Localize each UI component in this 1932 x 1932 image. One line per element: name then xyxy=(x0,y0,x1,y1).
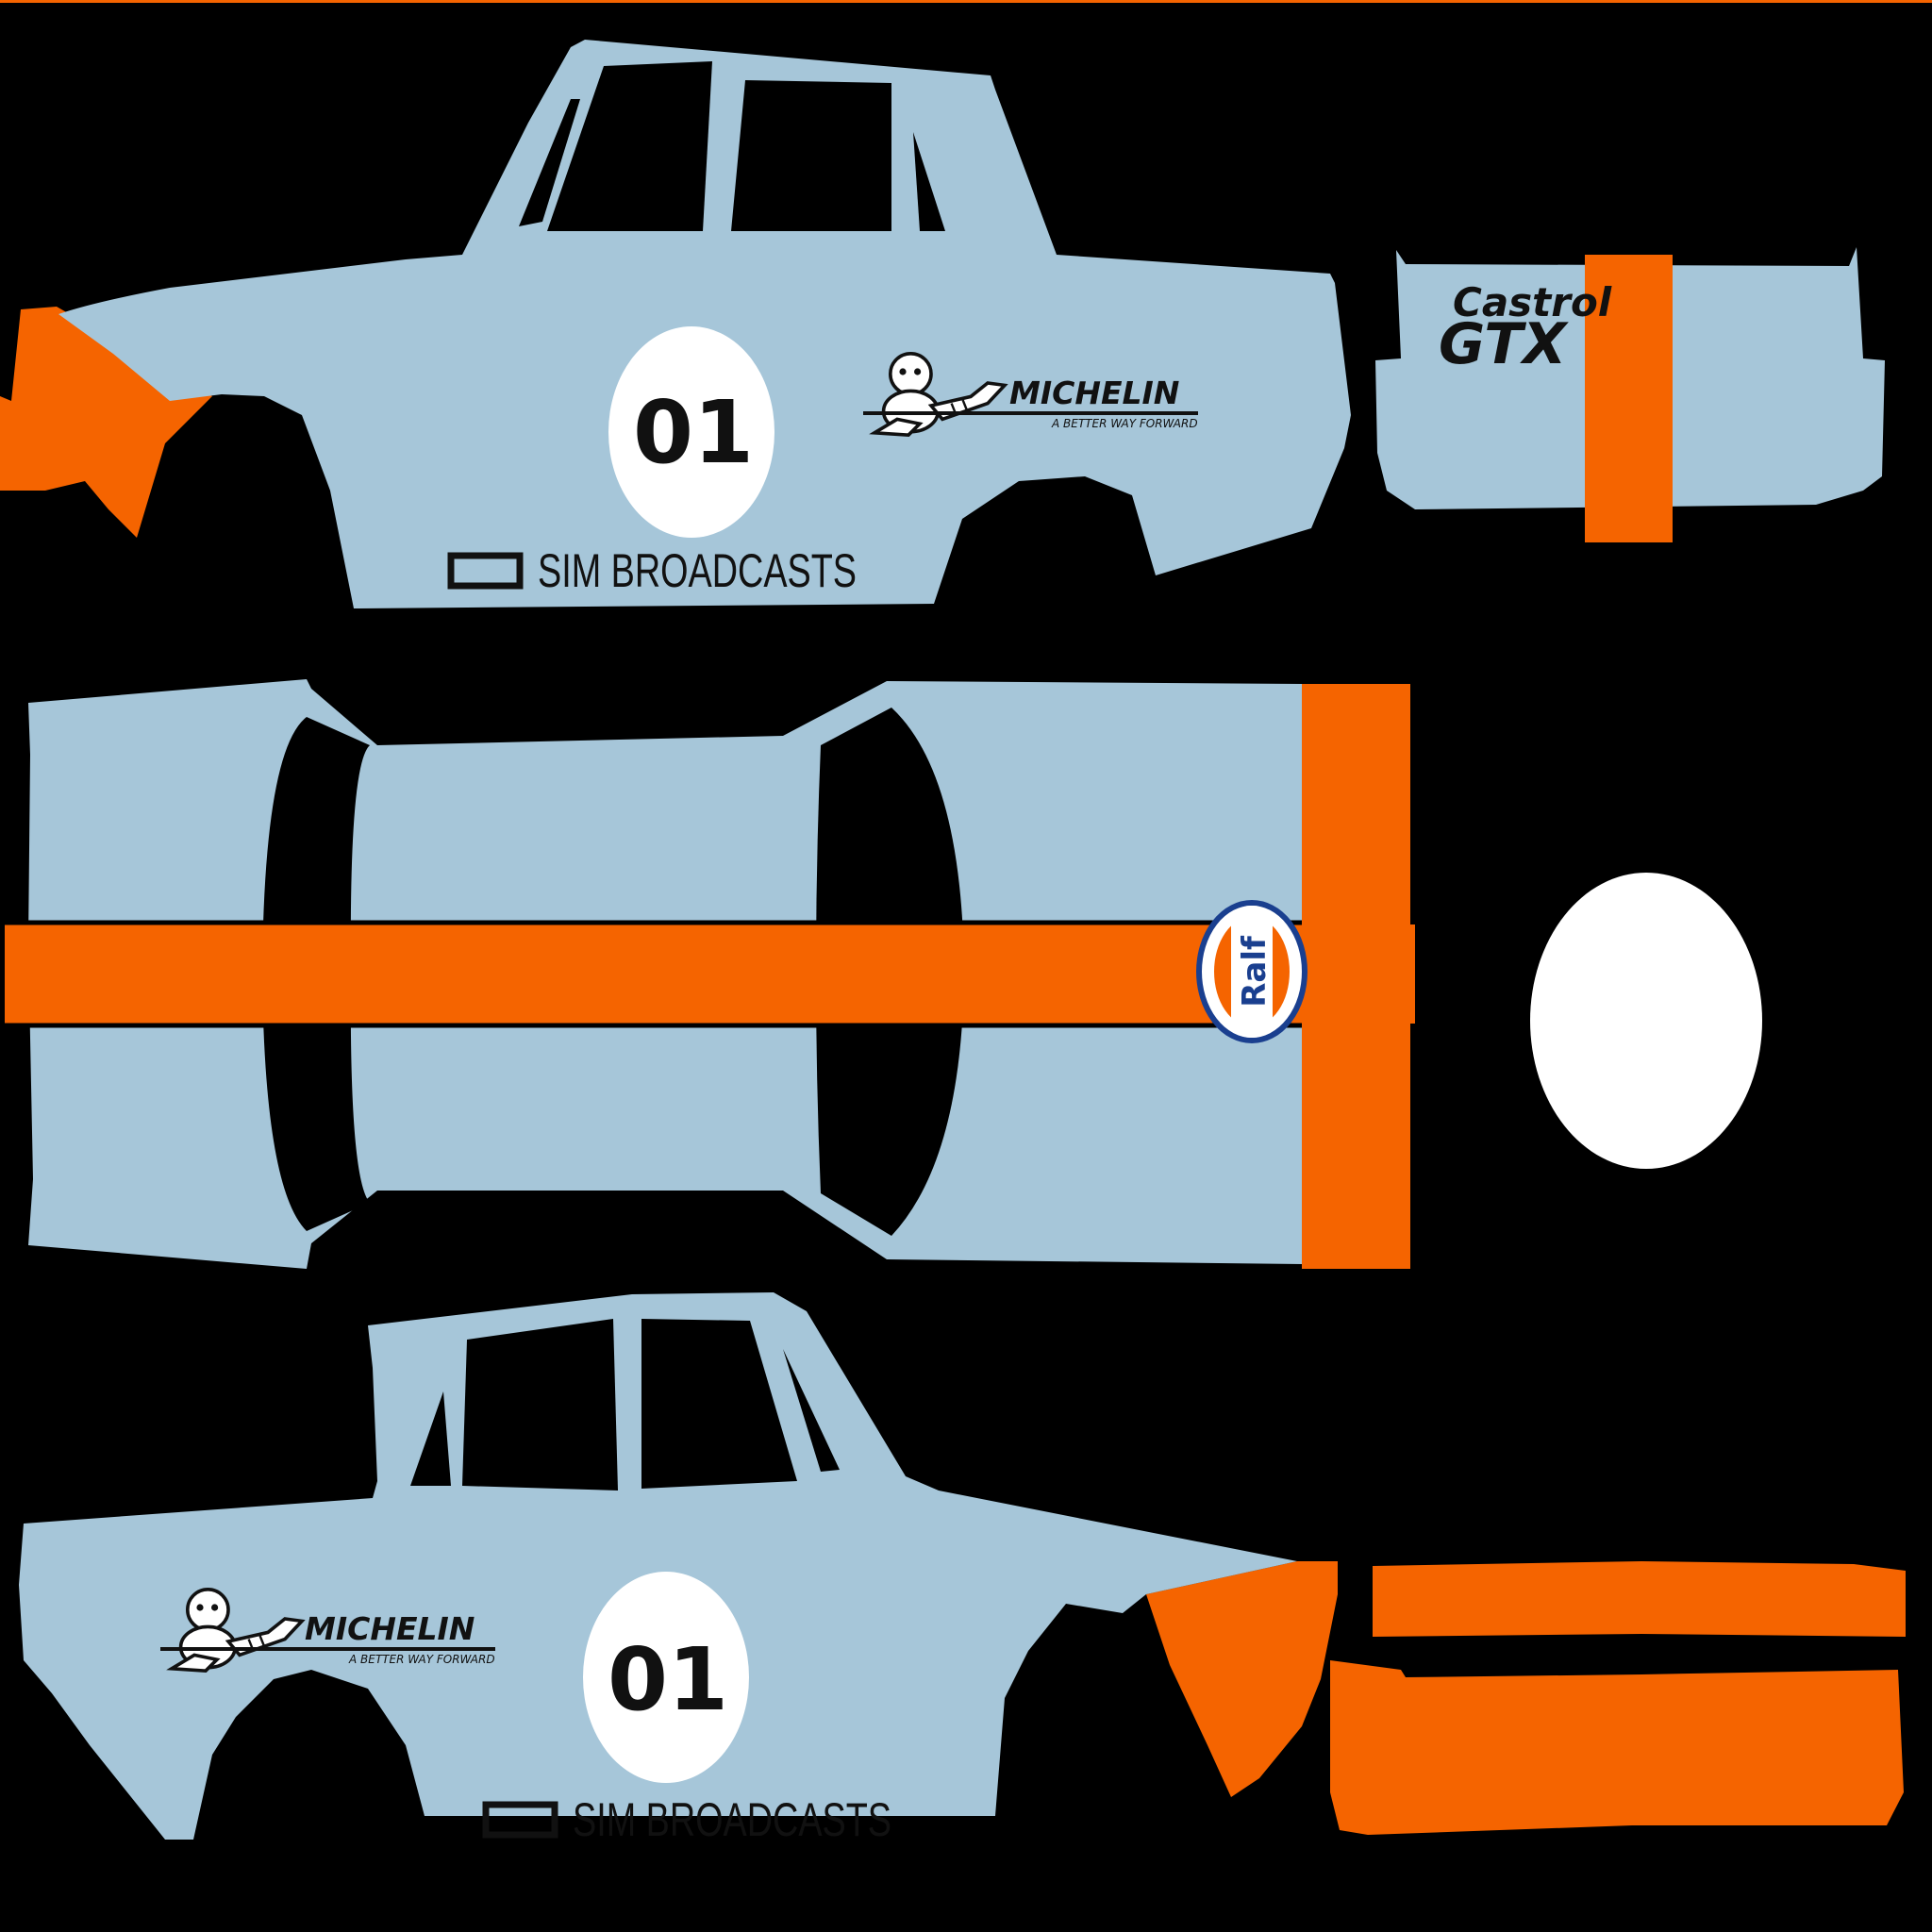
sim-broadcasts-box-icon xyxy=(447,552,524,590)
sim-broadcasts-logo-top: SIM BROADCASTS xyxy=(447,544,857,597)
number-roundel-bottom xyxy=(583,1572,749,1783)
vent-window-top xyxy=(913,132,945,231)
front-fender-orange-top xyxy=(0,307,212,538)
roof-orange-stripe xyxy=(5,924,1415,1024)
ralf-wordmark: Ralf xyxy=(1236,935,1274,1008)
sim-broadcasts-logo-bottom: SIM BROADCASTS xyxy=(482,1793,891,1846)
front-valance-pieces xyxy=(1330,1561,1906,1835)
ralf-logo-band xyxy=(1231,906,1273,1038)
rear-door-window-bottom xyxy=(462,1319,618,1491)
rear-panel-orange-stripe xyxy=(1585,255,1673,542)
vent-window-bottom xyxy=(783,1349,840,1472)
castrol-wordmark: Castrol xyxy=(1453,279,1612,325)
sim-broadcasts-text-top: SIM BROADCASTS xyxy=(538,544,857,597)
top-view-panel: Ralf xyxy=(5,679,1415,1269)
sim-broadcasts-text-bottom: SIM BROADCASTS xyxy=(573,1793,891,1846)
michelin-man-icon xyxy=(869,352,1008,438)
race-number-bottom: 01 xyxy=(608,1629,728,1730)
side-panel-right: 01 MICHELIN A BETTER WAY FORWARD SIM BRO… xyxy=(19,1292,1338,1846)
valance-strip-lower xyxy=(1330,1660,1904,1835)
front-door-window-top xyxy=(731,80,891,231)
number-roundel-top xyxy=(608,326,774,538)
michelin-wordmark-bottom: MICHELIN xyxy=(305,1610,475,1647)
valance-strip-upper xyxy=(1373,1561,1906,1637)
michelin-wordmark-top: MICHELIN xyxy=(1009,375,1179,411)
front-fender-orange-bottom xyxy=(1146,1561,1338,1797)
sim-broadcasts-box-icon xyxy=(482,1801,558,1839)
quarter-window-bottom xyxy=(410,1391,451,1486)
quarter-window-top xyxy=(519,99,580,226)
spare-roundel xyxy=(1530,873,1762,1169)
body-shell-bottom xyxy=(19,1292,1297,1840)
rear-door-window-top xyxy=(547,61,712,231)
michelin-logo-top: MICHELIN A BETTER WAY FORWARD xyxy=(863,352,1198,438)
michelin-tagline-top: A BETTER WAY FORWARD xyxy=(1051,417,1198,430)
side-panel-left: 01 MICHELIN A BETTER WAY FORWARD SIM BRO… xyxy=(0,40,1351,608)
top-edge-line xyxy=(0,0,1932,3)
front-door-window-bottom xyxy=(641,1319,797,1489)
ralf-logo: Ralf xyxy=(1196,900,1307,1043)
rear-panel: Castrol GTX xyxy=(1375,247,1885,542)
castrol-gtx-wordmark: GTX xyxy=(1439,311,1569,377)
michelin-tagline-bottom: A BETTER WAY FORWARD xyxy=(348,1653,495,1666)
michelin-logo-bottom: MICHELIN A BETTER WAY FORWARD xyxy=(160,1588,495,1674)
body-shell-top xyxy=(58,40,1351,608)
race-number-top: 01 xyxy=(633,382,754,483)
